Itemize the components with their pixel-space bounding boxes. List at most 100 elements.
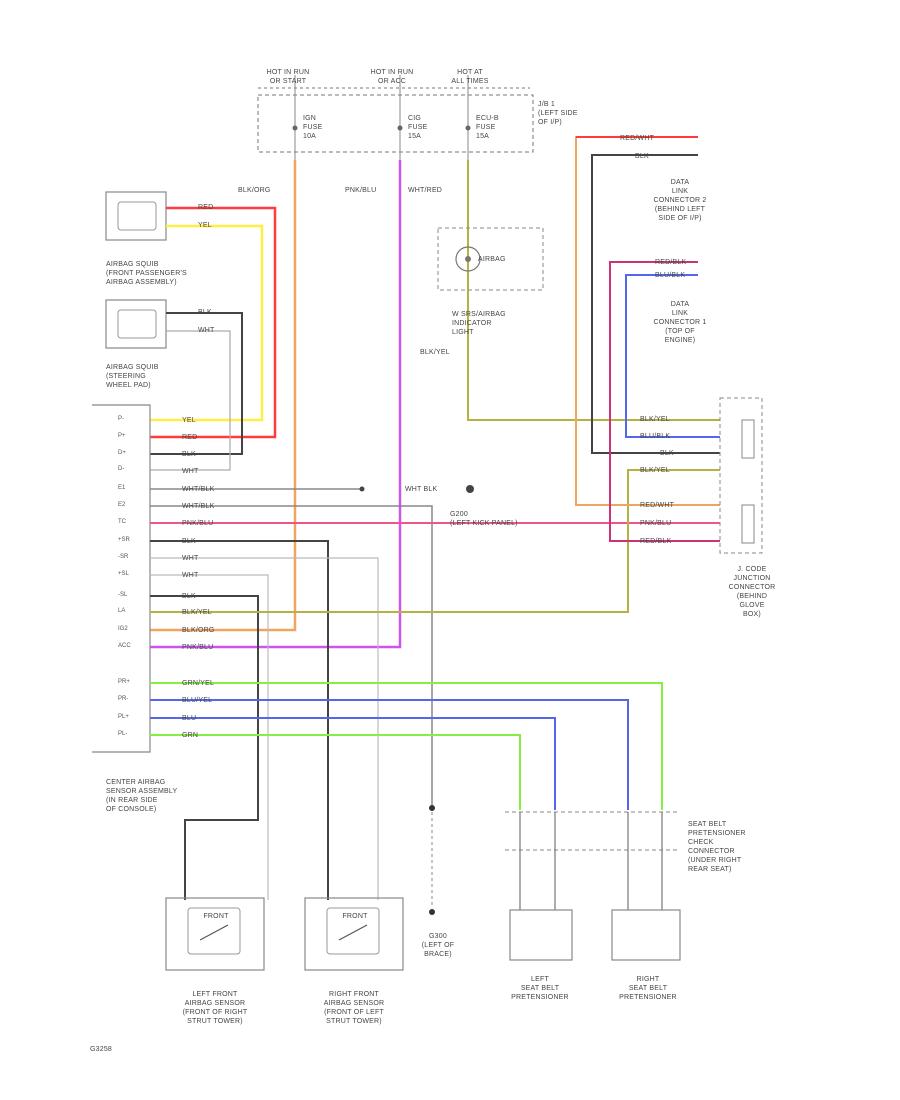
wht-center2-label: WHT xyxy=(182,555,199,562)
pin-label: -SL xyxy=(118,592,128,598)
pin-label: +SL xyxy=(118,571,129,577)
pin-label: +SR xyxy=(118,537,130,543)
right-pretensioner-box xyxy=(611,909,681,961)
blk-dlc2-label: BLK xyxy=(635,153,649,160)
pin-label: -SR xyxy=(118,554,129,560)
red-blk-jct-label: RED/BLK xyxy=(640,538,672,545)
red-wht-jct-label: RED/WHT xyxy=(640,502,675,509)
blk-org-center-label: BLK/ORG xyxy=(182,627,215,634)
right-front-sensor-label: RIGHT FRONT AIRBAG SENSOR (FRONT OF LEFT… xyxy=(323,991,385,1025)
pin-label: PL- xyxy=(118,731,128,737)
blk-org-label: BLK/ORG xyxy=(238,187,271,194)
pnk-blu-jct-label: PNK/BLU xyxy=(640,520,672,527)
right-front-sensor-box xyxy=(304,897,404,971)
steering-squib-box xyxy=(105,299,167,349)
ground-brace-label: G300 (LEFT OF BRACE) xyxy=(421,933,455,958)
pin-label: TC xyxy=(118,519,126,525)
wire-yel xyxy=(150,224,264,422)
red-blk-label: RED/BLK xyxy=(655,259,687,266)
wire-blk-org xyxy=(150,160,297,632)
pin-label: PR- xyxy=(118,696,129,702)
blk-center-label: BLK xyxy=(182,451,196,458)
hot-run-start-label: HOT IN RUN OR START xyxy=(266,69,310,85)
right-pretensioner-label: RIGHT SEAT BELT PRETENSIONER xyxy=(619,976,677,1001)
jct-connector-label: J. CODE JUNCTION CONNECTOR (BEHIND GLOVE… xyxy=(728,566,776,618)
pin-label: ACC xyxy=(118,643,131,649)
junction-connector-box xyxy=(719,397,763,554)
fuse-box-outline xyxy=(257,94,534,153)
pin-label: P+ xyxy=(118,433,126,439)
wht-center-label: WHT xyxy=(182,468,199,475)
right-sensor-front-label: FRONT xyxy=(342,913,368,920)
airbag-lamp-label: AIRBAG xyxy=(478,256,506,263)
fuse1-label: IGN FUSE 10A xyxy=(303,115,323,140)
pin-label: LA xyxy=(118,608,126,614)
wire-wht-steer xyxy=(150,330,231,471)
wire-blk-left-sensor xyxy=(150,540,329,620)
blk-center3-label: BLK xyxy=(182,593,196,600)
wire-blk-steer xyxy=(150,312,243,455)
jb-label: J/B 1 (LEFT SIDE OF I/P) xyxy=(538,101,578,126)
figure-code: G3258 xyxy=(90,1046,113,1053)
blk-yel-jct-label: BLK/YEL xyxy=(640,416,670,423)
wire-red xyxy=(150,206,277,439)
fuse3-label: ECU-B FUSE 15A xyxy=(476,115,499,140)
center-sensor-label: CENTER AIRBAG SENSOR ASSEMBLY (IN REAR S… xyxy=(106,779,178,813)
wire-blu-yel xyxy=(150,699,629,810)
red-label: RED xyxy=(198,204,214,211)
pin-label: IG2 xyxy=(118,626,128,632)
ground-kick-label: G200 (LEFT KICK PANEL) xyxy=(450,511,518,527)
pnk-blu-label: PNK/BLU xyxy=(345,187,377,194)
blk-yel-label: BLK/YEL xyxy=(420,349,450,356)
yel-center-label: YEL xyxy=(182,417,196,424)
blk-label: BLK xyxy=(198,309,212,316)
wire-blu xyxy=(150,717,556,810)
yel-label: YEL xyxy=(198,222,212,229)
passenger-squib-label: AIRBAG SQUIB (FRONT PASSENGER'S AIRBAG A… xyxy=(106,261,187,286)
wire-pnk-blu xyxy=(150,160,402,649)
dlc1-label: DATA LINK CONNECTOR 1 (TOP OF ENGINE) xyxy=(653,301,707,344)
wht-blk-center-label: WHT/BLK xyxy=(182,486,215,493)
left-front-sensor-box xyxy=(165,897,265,971)
pnk-blu-center-label: PNK/BLU xyxy=(182,520,214,527)
wire-blk-dlc2 xyxy=(591,154,720,454)
red-wht-label: RED/WHT xyxy=(620,135,655,142)
grn-yel-center-label: GRN/YEL xyxy=(182,680,215,687)
blk-yel-center-label: BLK/YEL xyxy=(182,609,212,616)
left-pretensioner-box xyxy=(509,909,573,961)
wht-red-label: WHT/RED xyxy=(408,187,443,194)
blk-yel-jct2-label: BLK/YEL xyxy=(640,467,670,474)
wht-center3-label: WHT xyxy=(182,572,199,579)
airbag-lamp-icon xyxy=(455,246,481,272)
pin-label: E1 xyxy=(118,485,126,491)
red-center-label: RED xyxy=(182,434,198,441)
center-sensor-outline xyxy=(92,404,151,753)
pnk-blu-center2-label: PNK/BLU xyxy=(182,644,214,651)
blk-center2-label: BLK xyxy=(182,538,196,545)
wire-red-blk xyxy=(609,261,720,542)
hot-run-acc-label: HOT IN RUN OR ACC xyxy=(370,69,414,85)
blu-center-label: BLU xyxy=(182,715,197,722)
pin-label: PR+ xyxy=(118,679,130,685)
blk-jct-label: BLK xyxy=(660,450,674,457)
indicator-label: W SRS/AIRBAG INDICATOR LIGHT xyxy=(452,311,506,336)
pin-label: E2 xyxy=(118,502,126,508)
left-front-sensor-label: LEFT FRONT AIRBAG SENSOR (FRONT OF RIGHT… xyxy=(182,991,248,1025)
wht-blk-ground-label: WHT BLK xyxy=(405,486,438,493)
left-pretensioner-label: LEFT SEAT BELT PRETENSIONER xyxy=(511,976,569,1001)
wht-blk-center2-label: WHT/BLK xyxy=(182,503,215,510)
wire-grn-yel xyxy=(150,682,663,810)
airbag-lamp-box xyxy=(437,227,544,291)
blu-yel-center-label: BLU/YEL xyxy=(182,697,213,704)
left-sensor-front-label: FRONT xyxy=(203,913,229,920)
passenger-squib-box xyxy=(105,191,167,241)
pin-label: D+ xyxy=(118,450,126,456)
steering-squib-label: AIRBAG SQUIB (STEERING WHEEL PAD) xyxy=(106,364,159,389)
wire-blu-blk xyxy=(625,274,720,438)
wht-label: WHT xyxy=(198,327,215,334)
dlc2-label: DATA LINK CONNECTOR 2 (BEHIND LEFT SIDE … xyxy=(653,179,707,222)
hot-all-times-label: HOT AT ALL TIMES xyxy=(451,69,489,85)
pin-label: D- xyxy=(118,466,125,472)
blu-blk-jct-label: BLU/BLK xyxy=(640,433,671,440)
